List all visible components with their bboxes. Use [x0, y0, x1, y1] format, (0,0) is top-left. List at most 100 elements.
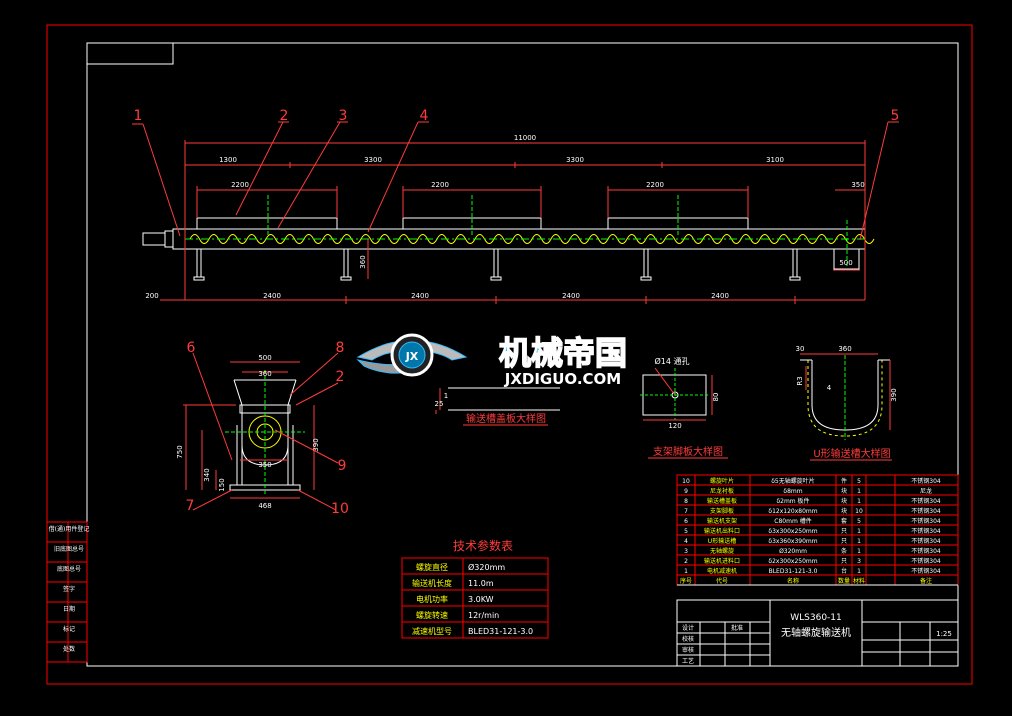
bom-cell: 只 — [841, 538, 847, 545]
callout-lines — [132, 121, 899, 241]
bom-cell: 不锈钢304 — [911, 497, 941, 505]
bom-cell: C80mm 槽件 — [774, 517, 811, 525]
bom-cell: 只 — [841, 528, 847, 535]
bom-cell: 9 — [684, 488, 688, 495]
bom-cell: 1 — [684, 568, 688, 575]
callout-number: 10 — [331, 501, 349, 517]
tb-label: 审核 — [682, 646, 694, 654]
dim-bottom: 2400 — [263, 292, 281, 300]
dim: 4 — [827, 384, 832, 392]
side-label-column: 借(通)用件登记 旧底图总号 底图总号 签字 日期 标记 处数 — [46, 521, 89, 663]
outer-frame — [46, 24, 973, 685]
dim: 25 — [435, 400, 444, 408]
callout-number: 9 — [338, 458, 347, 474]
dim-seg: 3300 — [566, 156, 584, 164]
side-label: 日期 — [63, 605, 75, 613]
bom-cell: 1 — [857, 498, 861, 505]
bom-cell: δ5无轴螺旋叶片 — [771, 477, 815, 485]
bom-cell: 输送机支架 — [707, 517, 737, 525]
bom-cell: 输送机出料口 — [704, 527, 740, 535]
tb-label: 设计 — [682, 624, 694, 632]
callout-number: 4 — [420, 108, 429, 124]
dim-inner: 2200 — [231, 181, 249, 189]
dim-seg: 1300 — [219, 156, 237, 164]
bom-cell: 不锈钢304 — [911, 557, 941, 565]
bom-cell: δ3x360x390mm — [768, 538, 817, 545]
tech-key: 螺旋转速 — [416, 610, 448, 620]
tb-label: 批准 — [731, 624, 743, 632]
bom-cell: 5 — [857, 478, 861, 485]
bom-header: 代号 — [716, 577, 728, 585]
callout-number: 3 — [339, 108, 348, 124]
bom-cell: 尼龙 — [920, 487, 932, 495]
bom-cell: 不锈钢304 — [911, 507, 941, 515]
drawing-name: 无轴螺旋输送机 — [781, 626, 851, 639]
bom-cell: 4 — [684, 538, 688, 545]
callout-number: 5 — [891, 108, 900, 124]
bom-cell: 无轴螺旋 — [710, 547, 734, 555]
dim: 360 — [258, 370, 271, 378]
dim: 1 — [444, 392, 448, 400]
bom-cell: 输送机进料口 — [704, 557, 740, 565]
bom-cell: 不锈钢304 — [911, 517, 941, 525]
callout-number: 7 — [186, 498, 195, 514]
side-label: 底图总号 — [57, 565, 81, 573]
bom-cell: 只 — [841, 558, 847, 565]
corner-box — [86, 42, 174, 65]
bom-cell: Ø320mm — [779, 548, 807, 555]
tech-key: 螺旋直径 — [416, 562, 448, 572]
callout-number: 2 — [280, 108, 289, 124]
cross-section: 500 360 750 340 150 390 350 468 6 8 2 9 … — [176, 340, 349, 517]
dim-height: 360 — [359, 255, 367, 268]
bom-table — [676, 474, 959, 586]
bom-cell: BLED31-121-3.0 — [769, 568, 818, 575]
dim: 500 — [258, 354, 271, 362]
bom-cell: 不锈钢304 — [911, 537, 941, 545]
bom-cell: U形输送槽 — [708, 537, 736, 545]
dim-bottom: 2400 — [711, 292, 729, 300]
bom-cell: 尼龙衬板 — [710, 487, 734, 495]
dim-foot: 500 — [839, 259, 852, 267]
watermark-url: JXDIGUO.COM — [504, 370, 621, 388]
bom-header: 备注 — [920, 577, 932, 585]
side-label: 处数 — [63, 645, 75, 653]
dim: 390 — [890, 388, 898, 401]
bom-cell: 1 — [857, 568, 861, 575]
callout-number: 8 — [336, 340, 345, 356]
tech-key: 电机功率 — [416, 594, 448, 604]
bom-cell: 10 — [855, 508, 863, 515]
tech-key: 减速机型号 — [412, 626, 452, 636]
bom-cell: 8 — [684, 498, 688, 505]
bom-cell: 6 — [684, 518, 688, 525]
bom-cell: 5 — [684, 528, 688, 535]
bom-cell: 1 — [857, 538, 861, 545]
dim: 360 — [838, 345, 851, 353]
detail-title: 输送槽盖板大样图 — [466, 412, 546, 425]
callout-number: 6 — [187, 340, 196, 356]
bom-header: 名称 — [787, 577, 799, 585]
bom-cell: 1 — [857, 548, 861, 555]
bom-cell: 不锈钢304 — [911, 547, 941, 555]
detail-title: U形输送槽大样图 — [813, 447, 890, 460]
detail-foot-plate: Ø14 通孔 120 80 支架脚板大样图 — [640, 356, 728, 459]
bom-cell: 块 — [841, 487, 847, 495]
bom-cell: δ8mm — [783, 488, 802, 495]
dim-bottom: 2400 — [562, 292, 580, 300]
bom-cell: 1 — [857, 488, 861, 495]
dim-total: 11000 — [514, 134, 536, 142]
side-label: 旧底图总号 — [54, 545, 84, 553]
dim-seg: 3300 — [364, 156, 382, 164]
bom-cell: 不锈钢304 — [911, 527, 941, 535]
bom-cell: 不锈钢304 — [911, 477, 941, 485]
bom-header: 数量 — [838, 577, 850, 585]
bom-cell: 不锈钢304 — [911, 567, 941, 575]
dim: R3 — [796, 376, 804, 385]
bom-cell: 3 — [684, 548, 688, 555]
tech-param-table: 技术参数表 螺旋直径 Ø320mm 输送机长度 11.0m 电机功率 3.0KW… — [401, 538, 549, 639]
inner-frame — [86, 42, 959, 667]
dim-inner: 2200 — [431, 181, 449, 189]
dim: 340 — [203, 468, 211, 481]
dim-bottom: 2400 — [411, 292, 429, 300]
